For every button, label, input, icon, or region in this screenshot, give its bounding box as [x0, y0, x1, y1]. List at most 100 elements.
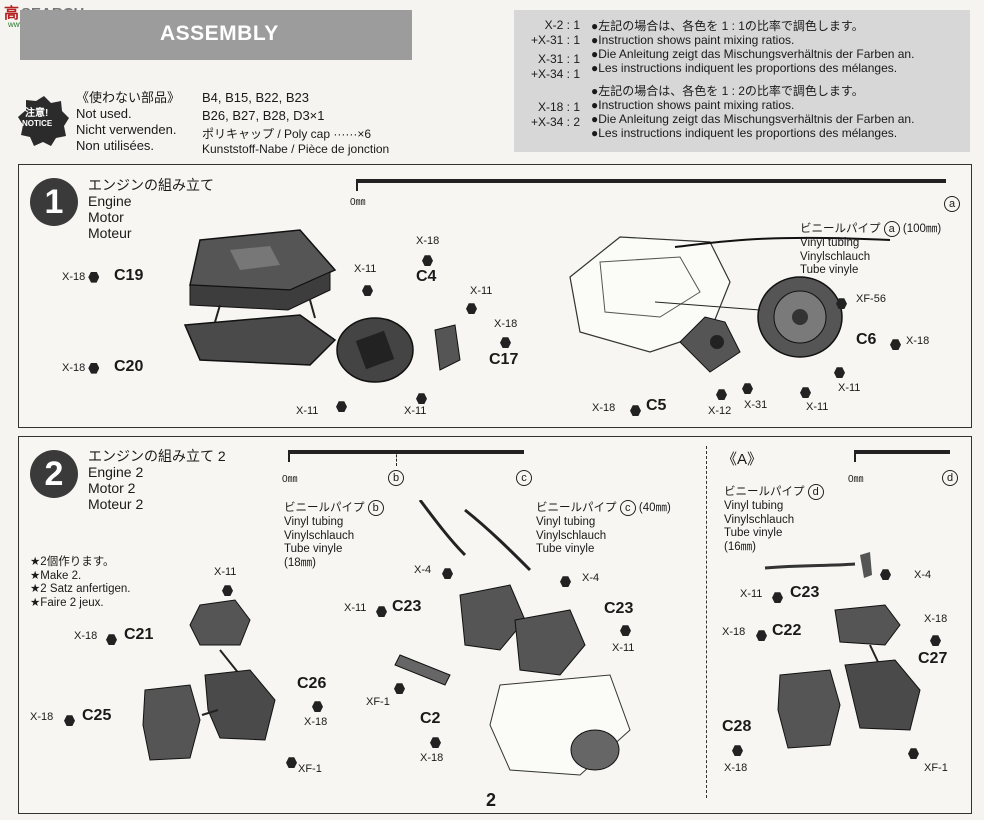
tube-line: Vinyl tubing [284, 516, 344, 528]
cylinder-a-illustration [764, 552, 921, 749]
paint-hex-icon [742, 380, 753, 398]
tube-line: Vinyl tubing [800, 237, 860, 249]
mix-line: ●Les instructions indiquent les proporti… [591, 126, 898, 140]
notice-line: Nicht verwenden. [76, 122, 177, 137]
paint-hex-icon [422, 252, 433, 270]
paint-code: X-18 [924, 613, 948, 625]
tube-line: Vinyl tubing [536, 516, 596, 528]
notice-badge-icon [18, 96, 69, 146]
tube-ja: ビニールパイプ [536, 502, 617, 514]
paint-hex-icon [908, 745, 919, 763]
paint-code: X-11 [214, 566, 237, 578]
tube-a-title: ビニールパイプ a (100㎜) [800, 221, 941, 237]
circle-label: c [619, 500, 636, 516]
title-line: Moteur [88, 225, 132, 241]
title-line: Motor 2 [88, 480, 136, 496]
mix-line: ●Les instructions indiquent les proporti… [591, 61, 898, 75]
paint-hex-icon [312, 698, 323, 716]
paint-code: X-11 [838, 382, 861, 394]
part-c27: C27 [918, 650, 948, 667]
paint-code: X-18 [724, 762, 748, 774]
paint-code: X-12 [708, 405, 732, 417]
tube-line: Vinylschlauch [800, 250, 871, 263]
circle-label: a [883, 221, 900, 237]
part-c6: C6 [856, 331, 877, 348]
ruler-zero: 0㎜ [282, 474, 298, 485]
notice-polycap-2: Kunststoff-Nabe / Pièce de jonction [202, 142, 390, 156]
part-c23-a: C23 [790, 584, 820, 601]
paint-code: X-18 [494, 318, 518, 330]
paint-code: X-11 [404, 405, 427, 417]
circle-label: d [807, 484, 824, 500]
paint-hex-icon [836, 295, 847, 313]
paint-hex-icon [336, 398, 347, 416]
mix-text-group-1: ●左記の場合は、各色を 1 : 1の比率で調色します。 ●Instruction… [591, 19, 914, 75]
notice-badge-bottom: NOTICE [22, 119, 53, 128]
paint-hex-icon [630, 402, 641, 420]
paint-hex-icon [106, 631, 117, 649]
paint-hex-icon [222, 582, 233, 600]
tube-ja: ビニールパイプ [284, 502, 365, 514]
mix-code: +X-31 : 1 [530, 33, 580, 47]
paint-hex-icon [442, 565, 453, 583]
title-line: Engine [88, 193, 132, 209]
ruler-end-marker: a [944, 194, 960, 212]
paint-hex-icon [88, 362, 100, 374]
notice-badge-top: 注意! [25, 108, 49, 119]
ruler-d-marker: d [942, 468, 958, 486]
title-line: Motor [88, 209, 124, 225]
paint-mixing-box [514, 10, 970, 152]
make-two-note: ★2個作ります。 ★Make 2. ★2 Satz anfertigen. ★F… [30, 556, 130, 610]
paint-code: X-11 [806, 401, 829, 413]
engine-assembly-outline-illustration [569, 236, 891, 373]
tube-line: Vinylschlauch [724, 513, 795, 526]
paint-hex-icon [430, 734, 441, 752]
note-line: ★2 Satz anfertigen. [30, 583, 131, 595]
paint-code: X-18 [62, 271, 100, 283]
step-2-divider [706, 446, 708, 798]
tube-a-label: ビニールパイプ a (100㎜) Vinyl tubing Vinylschla… [800, 221, 941, 278]
part-c2: C2 [420, 710, 441, 727]
paint-hex-icon [560, 573, 571, 591]
paint-code-text: X-18 [62, 362, 86, 374]
title-line: エンジンの組み立て 2 [88, 448, 226, 464]
paint-hex-icon [834, 364, 845, 382]
ruler-c-marker: c [516, 468, 532, 486]
circle-label: b [367, 500, 384, 516]
assembly-title: ASSEMBLY [160, 22, 279, 45]
paint-code: X-11 [612, 642, 635, 654]
sub-assembly-a-label: 《A》 [722, 451, 763, 468]
tube-c-label: ビニールパイプ c (40㎜) Vinyl tubing Vinylschlau… [536, 500, 671, 557]
ruler-tick [356, 179, 358, 191]
paint-code: X-11 [470, 285, 493, 297]
ruler-tick [854, 450, 856, 462]
mix-code: X-31 : 1 [537, 52, 580, 66]
paint-hex-icon [620, 622, 631, 640]
tube-line: Tube vinyle [724, 527, 783, 539]
mix-line: ●Die Anleitung zeigt das Mischungsverhäl… [591, 47, 915, 61]
tube-line: Tube vinyle [284, 543, 343, 555]
paint-code: X-18 [906, 335, 930, 347]
part-c22: C22 [772, 622, 802, 639]
paint-code: X-11 [344, 602, 367, 614]
circle-label: d [942, 470, 958, 486]
paint-code: X-11 [354, 263, 377, 275]
step-1-title: エンジンの組み立て Engine Motor Moteur [88, 177, 214, 241]
paint-code: X-18 [304, 716, 328, 728]
part-c28: C28 [722, 718, 752, 735]
ruler-tick [396, 450, 398, 466]
page-number: 2 [486, 790, 497, 810]
tube-b-label: ビニールパイプ b Vinyl tubing Vinylschlauch Tub… [284, 500, 384, 570]
paint-code: X-11 [740, 588, 763, 600]
ruler-zero: 0㎜ [350, 197, 366, 208]
tube-line: Vinylschlauch [536, 529, 607, 542]
title-line: Moteur 2 [88, 496, 144, 512]
tube-length: (16㎜) [724, 540, 756, 553]
notice-polycap: ポリキャップ / Poly cap ······×6 [202, 127, 372, 141]
paint-code: X-18 [62, 362, 100, 374]
paint-code: X-18 [74, 630, 98, 642]
paint-hex-icon [88, 271, 100, 283]
tube-length: (40㎜) [638, 502, 671, 514]
tube-line: Tube vinyle [536, 543, 595, 555]
paint-hex-icon [930, 632, 941, 650]
